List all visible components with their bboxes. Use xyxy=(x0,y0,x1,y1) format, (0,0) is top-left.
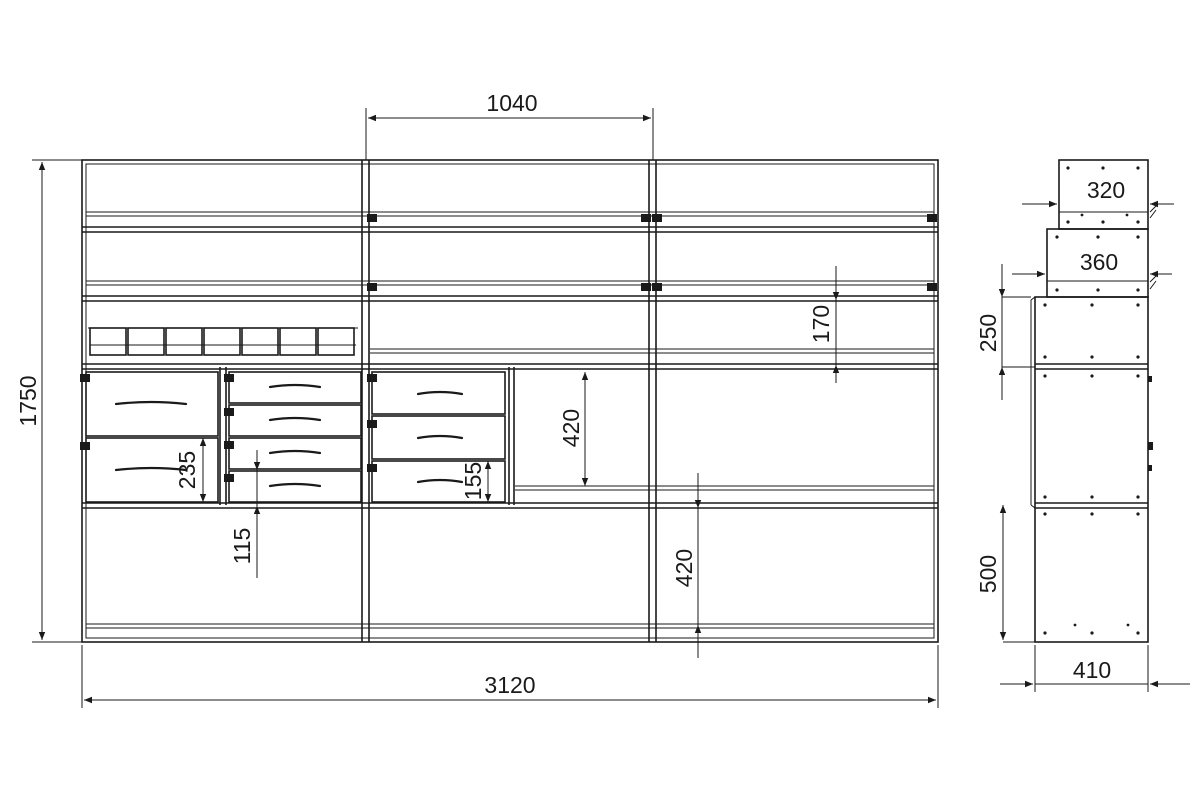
side-dimensions: 320 360 250 500 410 xyxy=(975,177,1190,692)
front-view xyxy=(80,159,939,643)
front-dimensions: 1040 1750 3120 170 420 420 235 155 xyxy=(15,90,939,708)
dim-gap-small: 115 xyxy=(229,528,255,565)
dim-top-width: 1040 xyxy=(486,90,537,116)
dim-total-width: 3120 xyxy=(484,672,535,698)
dim-drawer-height-small: 155 xyxy=(460,462,486,500)
drawers-column-1 xyxy=(228,371,362,503)
dim-total-height: 1750 xyxy=(15,375,41,426)
drawers-column-2 xyxy=(371,371,506,503)
dim-side-depth-base: 410 xyxy=(1073,657,1111,683)
side-main-body xyxy=(1034,296,1149,643)
dim-inner-height-bottom: 420 xyxy=(671,549,697,587)
left-doors xyxy=(85,371,219,503)
dim-side-depth-top: 320 xyxy=(1087,177,1125,203)
dim-shelf-gap: 170 xyxy=(808,305,834,343)
dim-drawer-height-large: 235 xyxy=(174,451,200,489)
front-shelves xyxy=(82,211,938,629)
side-screw-dots xyxy=(1043,166,1140,635)
side-view xyxy=(1030,159,1157,643)
front-vertical-dividers xyxy=(219,160,657,642)
dim-inner-height-mid: 420 xyxy=(558,409,584,447)
dim-side-height-lower: 500 xyxy=(975,555,1001,593)
front-outer-frame xyxy=(81,159,939,643)
storage-bins xyxy=(88,327,358,356)
dim-side-height-upper: 250 xyxy=(975,314,1001,352)
dim-side-depth-second: 360 xyxy=(1080,249,1118,275)
